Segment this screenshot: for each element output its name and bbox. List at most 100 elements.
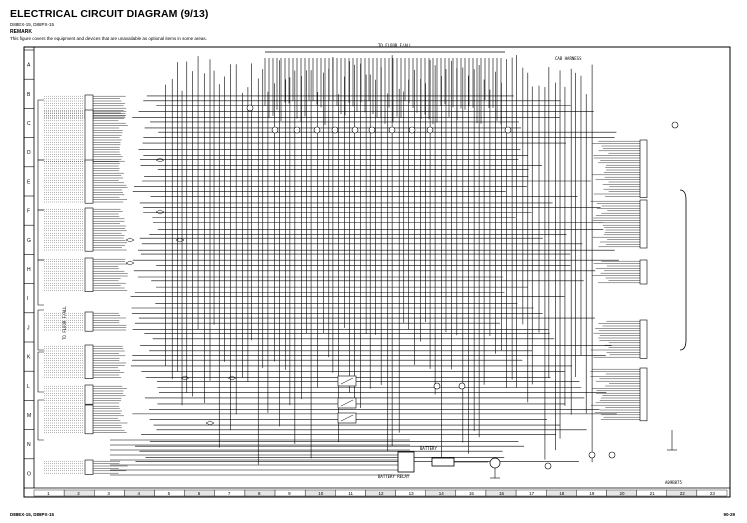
connector (84, 459, 94, 475)
lamp (293, 126, 301, 134)
floor-label-top: TO FLOOR F/ALL (378, 43, 412, 48)
crossover-marker (125, 237, 135, 243)
lamp (504, 126, 512, 134)
lamp (351, 126, 359, 134)
lamp (313, 126, 321, 134)
connector (84, 159, 94, 204)
connector (639, 259, 648, 285)
column-number: 11 (348, 491, 353, 496)
column-number: 20 (620, 491, 626, 496)
row-letter: D (27, 150, 31, 156)
row-letter: E (27, 179, 31, 185)
battery (431, 457, 455, 467)
column-number: 22 (680, 491, 686, 496)
column-number: 4 (137, 491, 140, 496)
column-number: 13 (409, 491, 415, 496)
row-letter: A (27, 63, 31, 69)
components (125, 104, 679, 479)
lamp (671, 121, 679, 129)
column-number: 2 (77, 491, 80, 496)
drawing-number: A09B875 (665, 480, 682, 485)
connector (84, 109, 94, 164)
lamp (408, 126, 416, 134)
harness-bracket (37, 309, 44, 351)
model-list: D88EX-15, D88PX-15 (10, 22, 55, 27)
crossover-marker (155, 157, 165, 163)
column-number: 7 (228, 491, 231, 496)
row-letter: G (27, 238, 31, 244)
lamp (433, 382, 441, 390)
connector (639, 319, 648, 359)
remark-text: This figure covers the equipment and dev… (10, 36, 207, 41)
connector (84, 311, 94, 332)
column-number: 23 (710, 491, 716, 496)
column-number: 3 (107, 491, 110, 496)
crossover-marker (175, 237, 185, 243)
row-letter: B (27, 92, 31, 98)
column-number: 16 (499, 491, 505, 496)
lamp (271, 126, 279, 134)
lamp (426, 126, 434, 134)
column-number: 9 (288, 491, 291, 496)
lamp (331, 126, 339, 134)
harness-bracket (37, 259, 44, 306)
column-number: 12 (379, 491, 385, 496)
wiring-lines (110, 51, 687, 476)
column-cell (696, 489, 728, 497)
row-letter: L (27, 384, 30, 390)
connector (84, 257, 94, 292)
connector (84, 384, 94, 405)
relay-contact (340, 414, 354, 422)
cab-harness-label: CAB HARNESS (555, 56, 582, 61)
column-number: 18 (559, 491, 565, 496)
column-number: 19 (589, 491, 595, 496)
lamp (458, 382, 466, 390)
lamp (608, 451, 616, 459)
connector (639, 367, 648, 422)
row-letter: O (27, 471, 31, 477)
diagram-frame (23, 46, 731, 498)
column-number: 1 (47, 491, 50, 496)
harness-bracket (37, 209, 44, 261)
column-number: 6 (198, 491, 201, 496)
outer-border (23, 46, 731, 498)
row-letter: I (27, 296, 28, 302)
relay-contact (340, 377, 354, 385)
page-title: ELECTRICAL CIRCUIT DIAGRAM (9/13) (10, 8, 209, 20)
crossover-marker (205, 420, 215, 426)
battery-label: BATTERY (420, 446, 437, 451)
column-number: 15 (469, 491, 475, 496)
remark-label: REMARK (10, 29, 32, 35)
crossover-marker (227, 375, 237, 381)
harness-bracket (37, 399, 44, 441)
lamp (388, 126, 396, 134)
relay-contact (340, 399, 354, 407)
row-letter: K (27, 355, 31, 361)
row-letter: C (27, 121, 31, 127)
harness-bracket (37, 159, 44, 211)
page-number: 90-29 (723, 512, 735, 517)
row-letter: N (27, 442, 31, 448)
row-letter: M (27, 413, 31, 419)
connector (639, 139, 648, 198)
crossover-marker (155, 209, 165, 215)
column-number: 5 (168, 491, 171, 496)
column-number: 17 (529, 491, 535, 496)
row-letter: H (27, 267, 31, 273)
harness-bracket (37, 99, 44, 161)
row-letter: J (27, 325, 30, 331)
starting-motor (489, 457, 501, 469)
row-letter: F (27, 209, 30, 215)
column-number: 14 (439, 491, 445, 496)
connector (84, 207, 94, 252)
connector-blocks (37, 94, 648, 475)
lamp (588, 451, 596, 459)
connector (639, 199, 648, 249)
lamp (246, 104, 254, 112)
floor-label-left: TO FLOOR F/ALL (62, 306, 67, 340)
connector (84, 404, 94, 435)
connector (84, 344, 94, 379)
footer-models: D88EX-15, D88PX-15 (10, 512, 55, 517)
